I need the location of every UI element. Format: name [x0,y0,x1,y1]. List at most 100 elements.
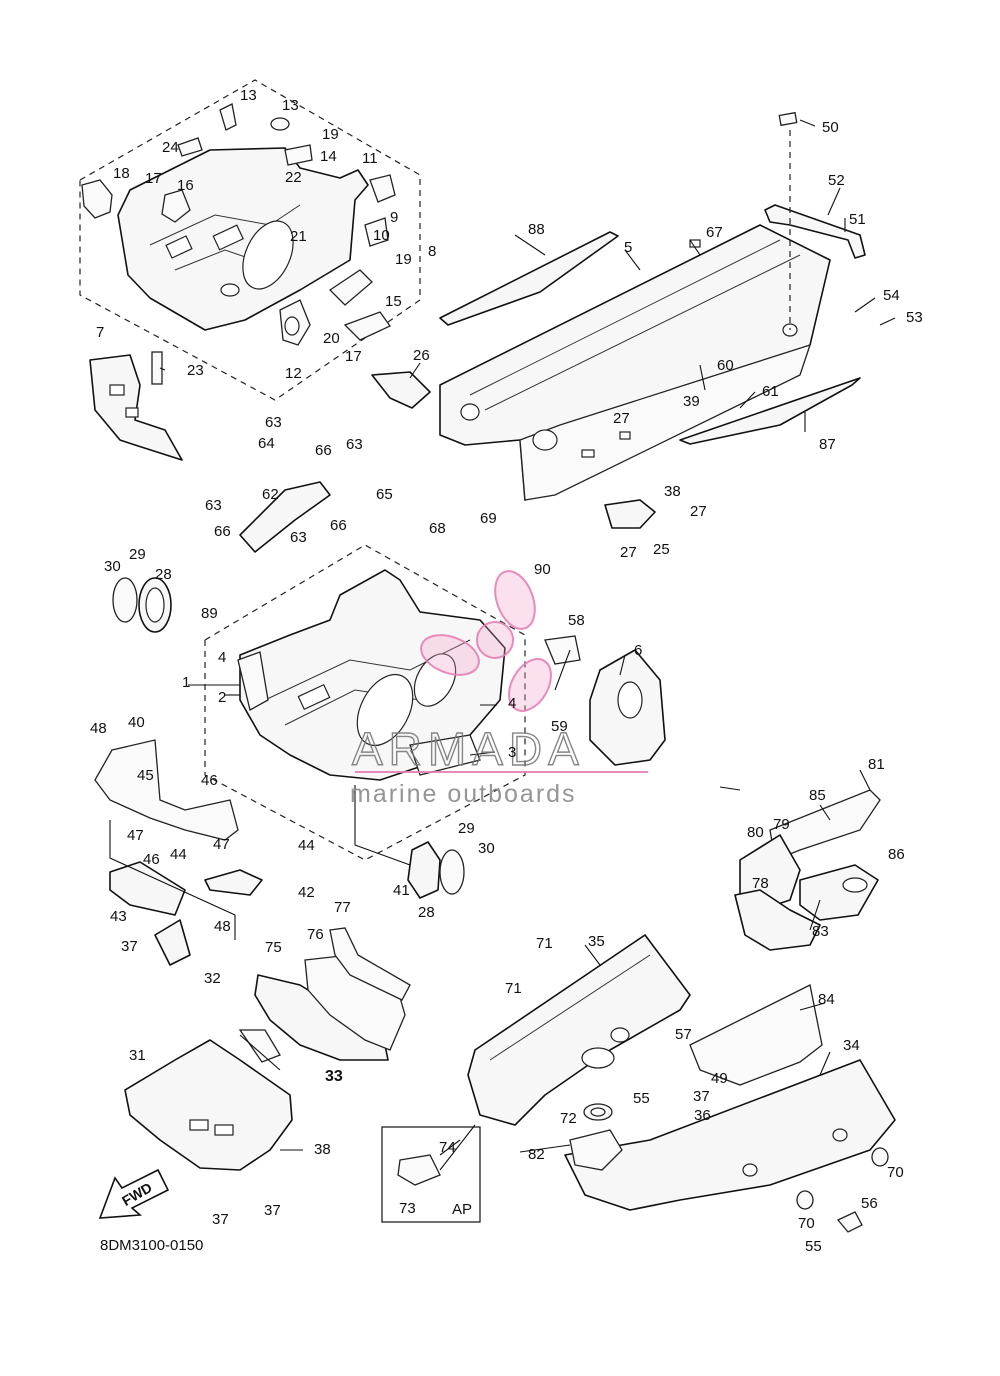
cover-83 [799,864,879,921]
callout-31: 31 [129,1047,146,1064]
callout-56: 56 [861,1195,878,1212]
callout-81: 81 [868,756,885,773]
rail-34 [564,1059,896,1211]
callout-75: 75 [265,939,282,956]
cover-78 [734,889,821,951]
callout-86: 86 [888,846,905,863]
callout-46: 46 [143,851,160,868]
callout-85: 85 [809,787,826,804]
callout-76: 76 [307,926,324,943]
handle-40 [94,739,239,841]
callout-89: 89 [201,605,218,622]
strip-87 [679,377,861,445]
callout-13: 13 [240,87,257,104]
deck-panel-5 [439,224,831,501]
callout-41: 41 [393,882,410,899]
callout-44: 44 [298,837,315,854]
callout-59: 59 [551,718,568,735]
callout-13: 13 [282,97,299,114]
cap-70-right [871,1147,889,1167]
propeller-logo-icon [420,570,552,712]
callout-78: 78 [752,875,769,892]
callout-20: 20 [323,330,340,347]
callout-28: 28 [418,904,435,921]
callout-17: 17 [145,170,162,187]
fwd-arrow: FWD [98,1168,170,1219]
callout-19: 19 [322,126,339,143]
callout-54: 54 [883,287,900,304]
strip-88 [439,231,619,326]
callout-43: 43 [110,908,127,925]
callout-6: 6 [634,642,642,659]
callout-36: 36 [694,1107,711,1124]
bracket-82 [569,1129,623,1171]
callout-60: 60 [717,357,734,374]
callout-90: 90 [534,561,551,578]
callout-37: 37 [212,1211,229,1228]
ring-29-lower [439,849,465,895]
callout-68: 68 [429,520,446,537]
callout-44: 44 [170,846,187,863]
callout-30: 30 [478,840,495,857]
callout-45: 45 [137,767,154,784]
callout-79: 79 [773,816,790,833]
callout-28: 28 [155,566,172,583]
callout-67: 67 [706,224,723,241]
cap-70-bottom [796,1190,814,1210]
callout-3: 3 [508,744,516,761]
callout-35: 35 [588,933,605,950]
callout-21: 21 [290,228,307,245]
callout-7: 7 [96,324,104,341]
bracket-25 [604,499,656,529]
callout-11: 11 [362,150,378,167]
callout-33: 33 [325,1068,343,1085]
leader-lines [159,119,896,1171]
callout-66: 66 [330,517,347,534]
panel-84 [689,984,823,1086]
callout-62: 62 [262,486,279,503]
callout-48: 48 [214,918,231,935]
callout-2: 2 [218,689,226,706]
callout-27: 27 [620,544,637,561]
callout-25: 25 [653,541,670,558]
bracket-43 [109,861,186,916]
panel-35 [467,934,691,1126]
callout-61: 61 [762,383,779,400]
callout-12: 12 [285,365,302,382]
callout-66: 66 [214,523,231,540]
callout-46: 46 [201,772,218,789]
callout-37: 37 [693,1088,710,1105]
bracket-26 [371,371,431,409]
callout-64: 64 [258,435,275,452]
callout-72: 72 [560,1110,577,1127]
callout-69: 69 [480,510,497,527]
callout-47: 47 [127,827,144,844]
watermark-name: ARMADA [352,723,585,775]
callout-19: 19 [395,251,412,268]
callout-80: 80 [747,824,764,841]
callout-88: 88 [528,221,545,238]
callout-4: 4 [218,649,226,666]
callout-42: 42 [298,884,315,901]
watermark: ARMADA marine outboards [350,570,648,808]
callout-70: 70 [887,1164,904,1181]
bracket-32 [154,919,191,966]
watermark-tagline: marine outboards [350,780,577,808]
callout-52: 52 [828,172,845,189]
callout-26: 26 [413,347,430,364]
frame-assembly-1 [237,569,506,781]
reference-code: 8DM3100-0150 [100,1237,203,1254]
callout-38: 38 [664,483,681,500]
callout-32: 32 [204,970,221,987]
callout-53: 53 [906,309,923,326]
callout-71: 71 [536,935,553,952]
callout-15: 15 [385,293,402,310]
bracket-42 [204,869,263,896]
callout-40: 40 [128,714,145,731]
callout-51: 51 [849,211,866,228]
callout-23: 23 [187,362,204,379]
callout-66: 66 [315,442,332,459]
callout-63: 63 [290,529,307,546]
callout-71: 71 [505,980,522,997]
callout-82: 82 [528,1146,545,1163]
